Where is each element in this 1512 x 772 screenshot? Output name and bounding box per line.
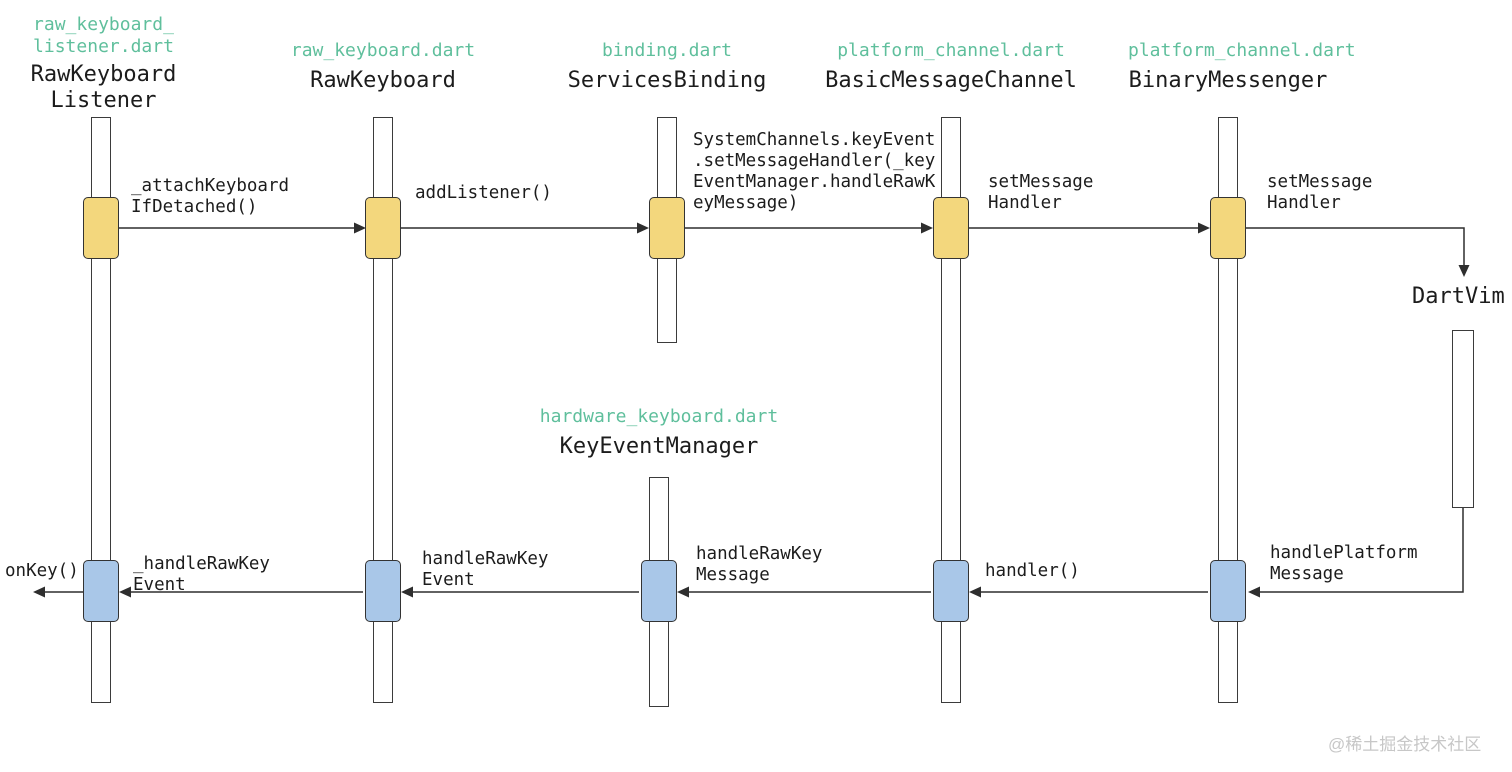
watermark: @稀土掘金技术社区 [1328, 735, 1482, 754]
lifeline-dartvim [1452, 330, 1474, 508]
lifeline-raw-keyboard [373, 117, 393, 703]
participant-raw-keyboard: raw_keyboard.dart RawKeyboard [283, 40, 483, 94]
arrow-internal-handle-raw-key-event [119, 586, 363, 598]
message-attach-keyboard: _attachKeyboard IfDetached() [131, 176, 290, 217]
class-name: BasicMessageChannel [825, 68, 1077, 93]
arrow-handle-platform-message [1248, 508, 1464, 598]
activation-bm-register [1210, 197, 1246, 259]
arrow-handle-raw-key-event [401, 586, 639, 598]
activation-kem-event [641, 560, 677, 622]
activation-bm-event [1210, 560, 1246, 622]
message-add-listener: addListener() [415, 183, 552, 203]
message-handler: handler() [985, 561, 1080, 581]
participant-basic-message-channel: platform_channel.dart BasicMessageChanne… [821, 40, 1081, 94]
participant-dartvim: DartVim [1412, 284, 1505, 309]
activation-sb-register [649, 197, 685, 259]
arrow-attach-keyboard [119, 222, 366, 234]
participant-raw-keyboard-listener: raw_keyboard_ listener.dart RawKeyboard … [1, 14, 206, 114]
message-handle-raw-key-event: handleRawKey Event [422, 549, 549, 590]
activation-bmc-register [933, 197, 969, 259]
class-name: ServicesBinding [567, 68, 767, 93]
activation-rkl-register [83, 197, 119, 259]
arrow-on-key [33, 586, 83, 598]
file-label: platform_channel.dart [837, 40, 1065, 61]
message-handle-platform-message: handlePlatform Message [1270, 543, 1418, 584]
lifeline-raw-keyboard-listener [91, 117, 111, 703]
message-handle-raw-key-message: handleRawKey Message [696, 544, 823, 585]
arrow-set-message-handler-full [685, 222, 933, 234]
class-name: KeyEventManager [559, 434, 759, 459]
message-set-message-handler-1: setMessage Handler [988, 172, 1094, 213]
activation-rk-event [365, 560, 401, 622]
arrow-add-listener [401, 222, 649, 234]
message-internal-handle-raw-key-event: _handleRawKey Event [133, 554, 270, 595]
file-label: raw_keyboard_ listener.dart [33, 14, 174, 57]
message-on-key: onKey() [5, 561, 79, 581]
activation-rkl-event [83, 560, 119, 622]
message-set-message-handler-2: setMessage Handler [1267, 172, 1373, 213]
file-label: platform_channel.dart [1128, 40, 1356, 61]
participant-services-binding: binding.dart ServicesBinding [567, 40, 767, 94]
class-name: BinaryMessenger [1128, 68, 1328, 93]
arrow-handler [969, 586, 1208, 598]
arrow-set-message-handler-2 [1246, 227, 1470, 277]
file-label: hardware_keyboard.dart [539, 406, 779, 427]
class-name: RawKeyboard Listener [30, 62, 177, 113]
lifeline-basic-message-channel [941, 117, 961, 703]
arrow-set-message-handler-1 [969, 222, 1210, 234]
file-label: raw_keyboard.dart [290, 40, 476, 61]
activation-bmc-event [933, 560, 969, 622]
file-label: binding.dart [601, 40, 733, 61]
arrow-handle-raw-key-message [677, 586, 931, 598]
participant-key-event-manager: hardware_keyboard.dart KeyEventManager [529, 406, 789, 460]
lifeline-binary-messenger [1218, 117, 1238, 703]
participant-binary-messenger: platform_channel.dart BinaryMessenger [1128, 40, 1356, 94]
class-name: RawKeyboard [310, 68, 456, 93]
message-set-message-handler-full: SystemChannels.keyEvent .setMessageHandl… [693, 130, 936, 213]
